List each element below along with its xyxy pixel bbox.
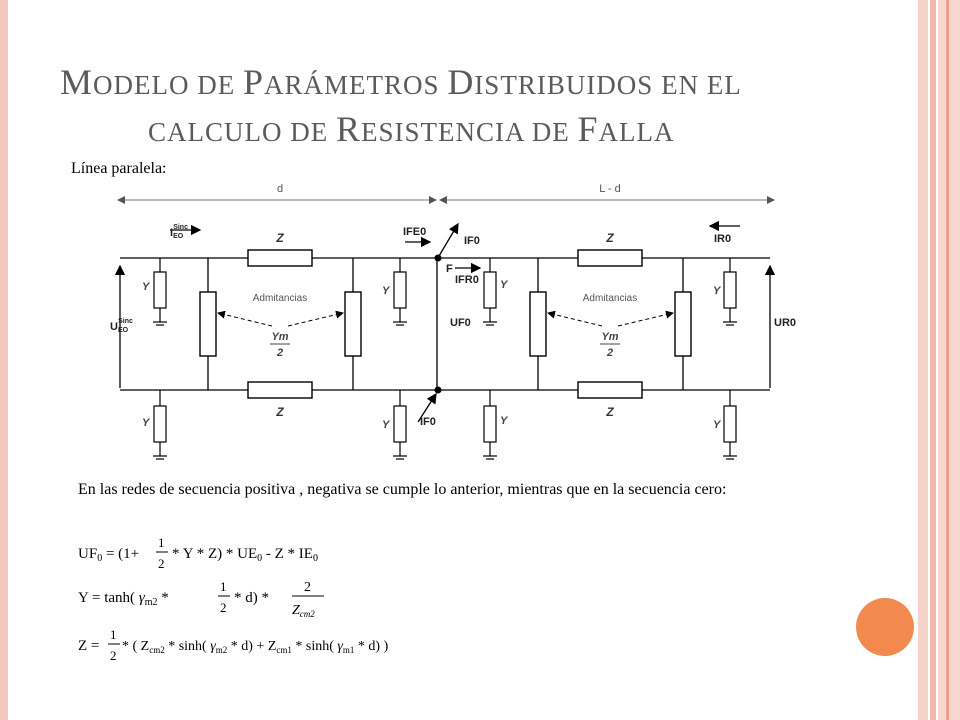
z-label: Z: [275, 231, 284, 245]
fault-node-top: [434, 254, 442, 262]
y-label: Y: [713, 285, 722, 297]
if0-top-arrow: [438, 222, 459, 257]
admitancias-label: Admitancias: [253, 293, 307, 304]
if0-top-label: IF0: [464, 235, 480, 247]
fault-node-bottom: [434, 386, 442, 394]
title-segment: ISTRIBUIDOS EN EL: [474, 70, 742, 100]
y-label: Y: [382, 285, 391, 297]
title-segment: M: [60, 62, 94, 102]
conductors: [120, 257, 770, 391]
svg-text:Zcm2: Zcm2: [292, 603, 315, 619]
svg-text:1: 1: [158, 535, 165, 550]
ueo-label: UEOSinc: [110, 318, 133, 334]
dim-label-d: d: [277, 183, 283, 195]
ym-label: Ym: [271, 331, 288, 343]
impedance-z-bottom-left: [247, 381, 313, 399]
admitancias-label: Admitancias: [583, 293, 637, 304]
uf0-label: UF0: [450, 317, 471, 329]
impedance-z-top-left: [247, 249, 313, 267]
title-line-2: CALCULO DE RESISTENCIA DE FALLA: [60, 107, 900, 154]
title-segment: D: [447, 62, 475, 102]
ym-denominator: 2: [276, 347, 283, 359]
ground-symbols: [153, 321, 737, 460]
right-frame-stripe: [938, 0, 960, 720]
right-frame-stripe: [930, 0, 936, 720]
ym-label: Ym: [601, 331, 618, 343]
right-frame-stripe: [946, 0, 949, 720]
equation-z: Z = 1 2 * ( Zcm2 * sinh( γm2 * d) + Zcm1…: [78, 627, 389, 663]
decorative-circle: [856, 598, 914, 656]
svg-text:* d) *: * d) *: [234, 590, 269, 606]
ifr0-label: IFR0: [455, 274, 479, 286]
title-segment: ODELO DE: [93, 70, 243, 100]
svg-text:UF0 = (1+: UF0 = (1+: [78, 546, 139, 564]
if0-bottom-arrow: [417, 392, 437, 423]
svg-text:Y = tanh( γm2 *: Y = tanh( γm2 *: [78, 590, 169, 608]
equation-uf0: UF0 = (1+ 1 2 * Y * Z) * UE0 - Z * IE0: [78, 535, 318, 571]
left-frame-stripe: [0, 0, 8, 720]
ife0-label: IFE0: [403, 226, 426, 238]
svg-text:Z =: Z =: [78, 638, 99, 654]
z-label: Z: [605, 231, 614, 245]
svg-text:2: 2: [110, 648, 117, 663]
impedance-z-top-right: [577, 249, 643, 267]
shunt-admittances: [153, 258, 737, 456]
impedance-z-bottom-right: [577, 381, 643, 399]
svg-text:1: 1: [110, 627, 117, 642]
y-label: Y: [382, 419, 391, 431]
svg-text:* ( Zcm2 * sinh( γm2 * d) + Zc: * ( Zcm2 * sinh( γm2 * d) + Zcm1 * sinh(…: [122, 639, 389, 655]
title-segment: ARÁMETROS: [264, 70, 448, 100]
title-segment: ESISTENCIA DE: [361, 117, 578, 147]
f-label: F: [446, 263, 453, 275]
circuit-diagram: d L - d Z Z Z Z: [110, 183, 796, 460]
title-segment: F: [577, 109, 599, 149]
title-segment: ALLA: [598, 117, 675, 147]
svg-text:* Y * Z) * UE0 - Z * IE0: * Y * Z) * UE0 - Z * IE0: [172, 546, 318, 564]
title-line-1: MODELO DE PARÁMETROS DISTRIBUIDOS EN EL: [60, 62, 742, 102]
svg-text:1: 1: [220, 579, 227, 594]
z-label: Z: [275, 405, 284, 419]
dim-label-l-d: L - d: [599, 183, 621, 195]
y-label: Y: [500, 415, 509, 427]
body-paragraph: En las redes de secuencia positiva , neg…: [78, 481, 727, 498]
title-segment: P: [243, 62, 265, 102]
if0-bottom-label: IF0: [420, 416, 436, 428]
subtitle: Línea paralela:: [71, 160, 167, 177]
series-impedances: [247, 249, 643, 399]
y-label: Y: [142, 417, 151, 429]
y-label: Y: [713, 419, 722, 431]
equation-y: Y = tanh( γm2 * 1 2 * d) * 2 Zcm2: [78, 579, 324, 619]
slide-title: MODELO DE PARÁMETROS DISTRIBUIDOS EN EL …: [60, 60, 900, 154]
ur0-label: UR0: [774, 317, 796, 329]
equations: UF0 = (1+ 1 2 * Y * Z) * UE0 - Z * IE0 Y…: [78, 535, 389, 663]
y-label: Y: [500, 279, 509, 291]
mutual-admittances: [199, 291, 692, 357]
title-segment: R: [336, 109, 362, 149]
svg-text:2: 2: [158, 556, 165, 571]
ieo-label: IEOSinc: [170, 224, 188, 240]
svg-text:2: 2: [304, 580, 311, 595]
ym-denominator: 2: [606, 347, 613, 359]
z-label: Z: [605, 405, 614, 419]
y-label: Y: [142, 281, 151, 293]
svg-text:2: 2: [220, 600, 227, 615]
right-frame-stripe: [918, 0, 928, 720]
title-segment: CALCULO DE: [148, 117, 336, 147]
ir0-label: IR0: [714, 233, 731, 245]
